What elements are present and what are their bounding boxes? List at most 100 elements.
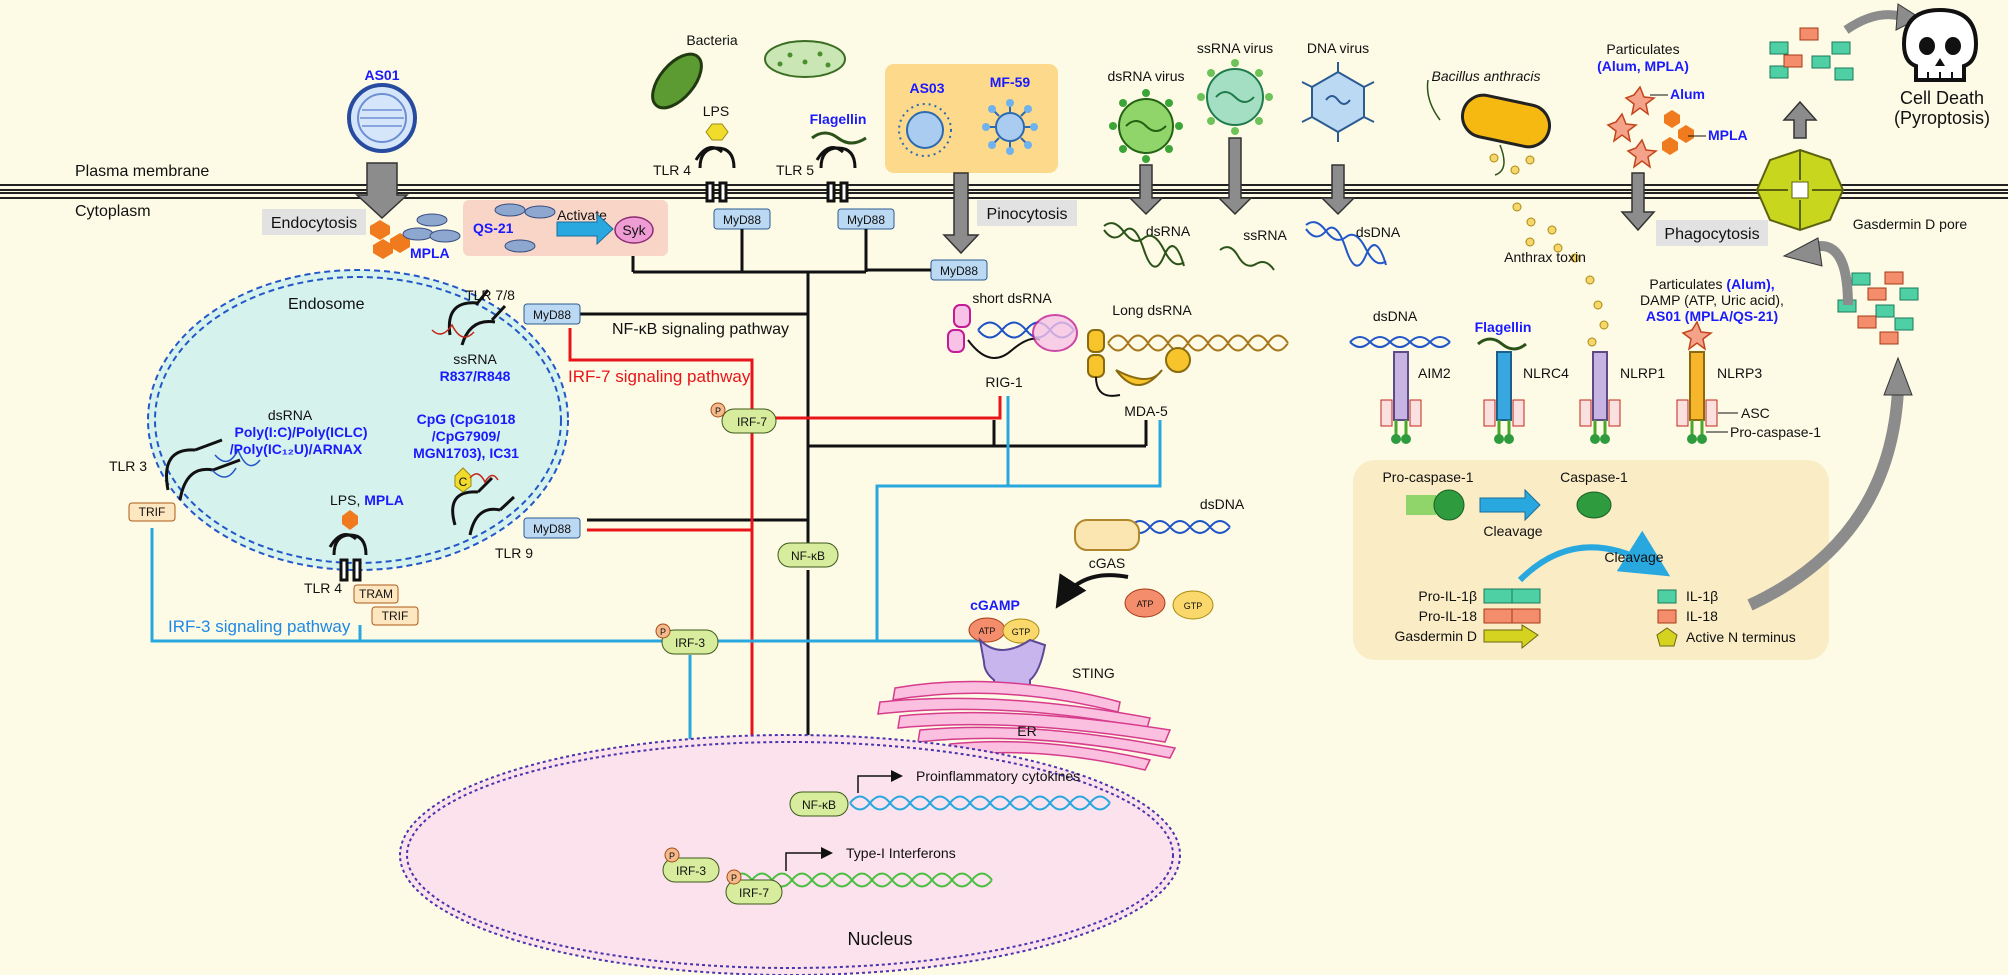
ssrna-ligand-icon [431,323,475,338]
nfkb-nucleus-box [789,791,849,817]
tram-label: TRAM [359,587,393,601]
bacillus-label: Bacillus anthracis [1432,68,1541,84]
irf3-nucleus-phospho-label: P [669,851,675,861]
aim2-sensor-icon [1380,351,1422,444]
mda5-label: MDA-5 [1124,403,1168,419]
cgamp-atp-label: ATP [979,626,996,636]
mpla-particles-icon [1662,110,1694,155]
cgamp-label: cGAMP [970,597,1020,613]
skull-icon [1901,7,1979,82]
dsrna-virus-icon [1109,89,1183,163]
plasma-membrane-label: Plasma membrane [75,163,209,180]
nlrp3-as01-line: AS01 (MPLA/QS-21) [1646,308,1778,324]
myd88-label-tlr5: MyD88 [847,213,885,227]
endosomal-mpla-icon [342,510,358,530]
phagocytosis-arrow [1620,172,1656,232]
qs21-label: QS-21 [473,220,514,236]
cytoplasm-label: Cytoplasm [75,203,151,220]
nlrp3-damp-line: DAMP (ATP, Uric acid), [1640,292,1784,308]
atp-free-label: ATP [1137,599,1154,609]
death-arrow [1843,10,1902,34]
myd88-box-tlr9 [523,517,581,539]
inflammasome-panel [1353,460,1829,660]
proinflammatory-label: Proinflammatory cytokines [916,768,1080,784]
nlrp3-particulates-line1: Particulates (Alum), [1649,276,1774,292]
polyic-line2: /Poly(IC₁₂U)/ARNAX [230,441,363,457]
sting-icon [978,637,1047,691]
proinflammatory-dna-icon [849,795,1111,811]
pore-release-arrow-head [1782,237,1823,267]
endocytosis-arrow [355,162,409,220]
tlr9-label: TLR 9 [495,545,533,561]
gasdermin-pore-icon [1755,148,1845,232]
tlr3-dsrna-label: dsRNA [268,407,313,423]
pro-il18-icon [1483,608,1541,624]
lps-label: LPS [703,103,729,119]
release-curved-arrow [1747,389,1904,611]
mpla-phagocytosis-label: MPLA [1708,127,1748,143]
pore-up-arrow [1782,100,1818,139]
lps-text: LPS, [330,492,364,508]
cpg-line3: MGN1703), IC31 [413,445,519,461]
irf7-phospho-icon [710,402,726,418]
nfkb-cytoplasm-box [777,542,839,568]
dsdna-cytoplasm-icon [1305,221,1387,267]
phagocytosis-label-box [1656,220,1768,246]
cleavage-curved-arrow [1517,530,1671,583]
nlrp1-sensor-icon [1579,351,1621,444]
cpg-line1: CpG (CpG1018 [417,411,516,427]
as03-label: AS03 [909,80,944,96]
tlr4-receptor-icon [694,146,736,203]
irf3-nucleus-label: IRF-3 [676,864,706,878]
pro-il1b-label: Pro-IL-1β [1418,588,1477,604]
particulates-list-label: (Alum, MPLA) [1597,58,1689,74]
bacteria-label: Bacteria [686,32,738,48]
released-cytokines-icon [1837,271,1919,345]
nlrc4-sensor-icon [1483,351,1525,444]
type1-ifn-label: Type-I Interferons [846,845,956,861]
particulates-text: Particulates [1649,276,1726,292]
pyroptosis-label: (Pyroptosis) [1894,108,1990,128]
irf3-phospho-label: P [660,627,666,637]
cgas-dsdna-label: dsDNA [1200,496,1245,512]
tlr4-label: TLR 4 [653,162,691,178]
ssrna-label: ssRNA [453,351,497,367]
casp-icon [1576,491,1612,519]
endocytosed-particles-icon [370,213,461,259]
as03-emulsion-icon [898,103,952,157]
mpla-endocytosis-label: MPLA [410,245,450,261]
dsrna-cytoplasm-icon [1103,222,1185,268]
qs21-particles-icon [494,203,556,253]
anthrax-toxin-label: Anthrax toxin [1504,249,1586,265]
bacteria-icon [651,40,846,110]
endosomal-tlr4-receptor-icon [328,533,368,582]
il18-label: IL-18 [1686,608,1718,624]
gasdermin-pore-label: Gasdermin D pore [1853,216,1968,232]
irf7-nucleus-label: IRF-7 [739,886,769,900]
cleavage-curved-label: Cleavage [1604,549,1663,565]
procasp-sensor-label: Pro-caspase-1 [1730,424,1821,440]
alum-text: (Alum), [1726,276,1774,292]
endosome-label: Endosome [288,296,365,313]
bacillus-icon [1461,93,1551,149]
proinflammatory-arrow [857,770,903,793]
rig1-label: RIG-1 [985,374,1023,390]
nlrp3-trigger-icon [1681,320,1713,351]
er-label: ER [1017,723,1036,739]
cpg-dna-icon [469,473,499,484]
tlr3-receptor-icon [165,438,241,501]
tlr5-label: TLR 5 [776,162,814,178]
procasp-icon [1406,489,1465,521]
irf3-phospho-icon [655,623,671,639]
long-dsrna-icon [1107,334,1289,352]
endocytosis-label-box [262,209,366,235]
il1b-icon [1657,589,1677,604]
mpla-text: MPLA [364,492,404,508]
gtp-free-label: GTP [1184,601,1203,611]
cgamp-gtp-icon [1002,618,1040,644]
nlrp3-label: NLRP3 [1717,365,1762,381]
gsdmd-icon [1483,624,1539,650]
trif-label-tlr4: TRIF [382,609,409,623]
ssrna-virus-icon [1197,59,1273,135]
il18-icon [1657,609,1677,624]
